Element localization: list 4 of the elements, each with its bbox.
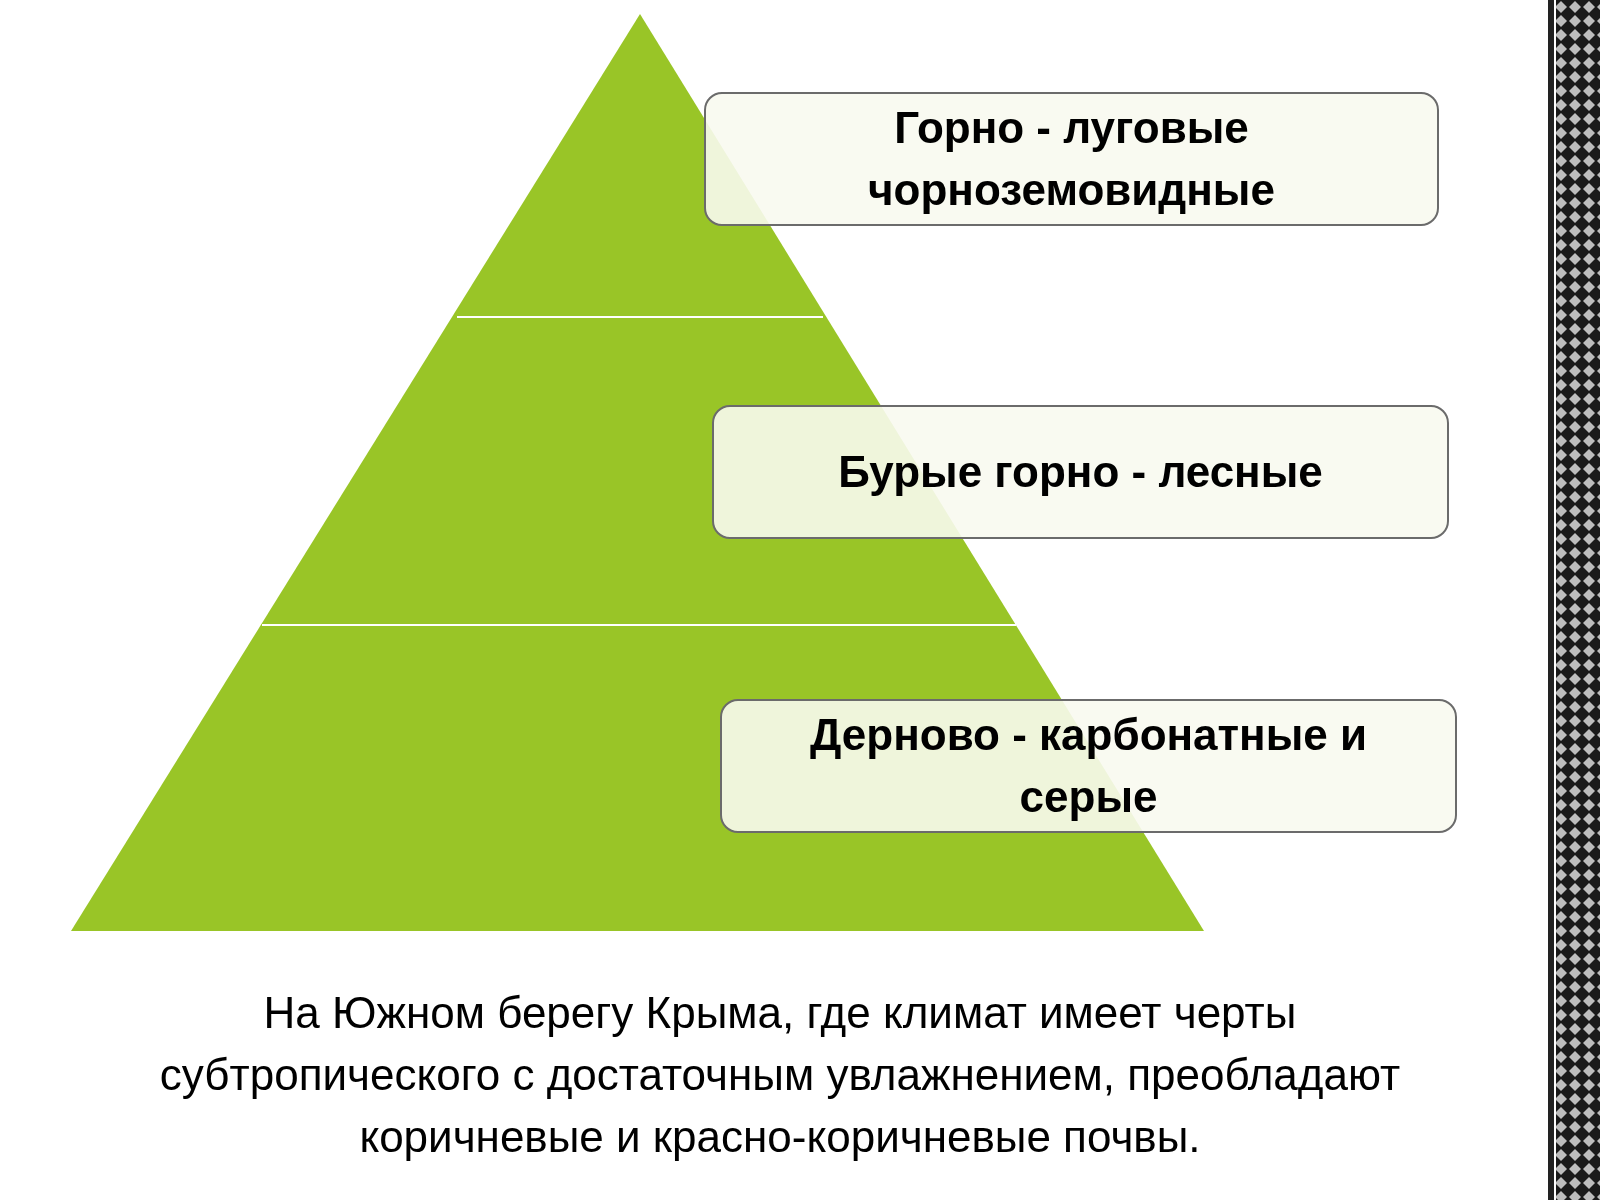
- label-box: Горно - луговые чорноземовидные: [704, 92, 1439, 226]
- label-box: Дерново - карбонатные и серые: [720, 699, 1457, 833]
- caption-text: На Южном берегу Крыма, где климат имеет черты субтропического с достаточным увлажнением, преобладают коричневые и красно-коричневые почвы.: [158, 987, 1402, 1163]
- label-box: Бурые горно - лесные: [712, 405, 1449, 539]
